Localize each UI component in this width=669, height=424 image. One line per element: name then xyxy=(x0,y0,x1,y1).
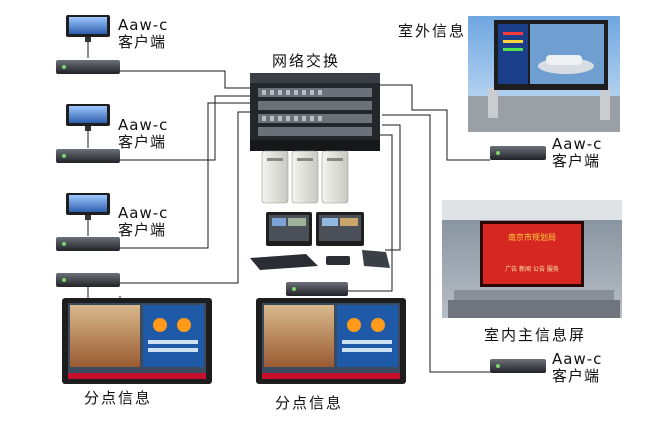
client-label-line2: 客户端 xyxy=(118,133,167,151)
switch-label: 网络交换 xyxy=(272,52,341,70)
client-label-line1: Aaw-c xyxy=(552,135,603,153)
client-box-icon xyxy=(490,359,546,373)
client-node-3 xyxy=(56,193,120,251)
link-client-2 xyxy=(120,95,250,161)
indoor-client-box xyxy=(490,359,546,373)
client-label-line1: Aaw-c xyxy=(118,204,169,222)
link-outdoor xyxy=(380,84,490,161)
link-client-3 xyxy=(120,102,250,249)
indoor-led-wall: 南京市规划局 广告 新闻 公告 服务 xyxy=(442,200,622,318)
client-label-2: Aaw-c 客户端 xyxy=(118,117,168,151)
client-label-4: Aaw-c 客户端 xyxy=(552,136,602,170)
keyboard-icon xyxy=(250,254,318,270)
client-box-icon xyxy=(490,146,546,160)
laptop-icon xyxy=(362,250,390,268)
client-label-line2: 客户端 xyxy=(118,33,167,51)
branch-right-box xyxy=(286,282,348,296)
branch-left-box xyxy=(56,273,120,287)
client-label-1: Aaw-c 客户端 xyxy=(118,17,168,51)
branch-display-right xyxy=(256,298,406,384)
ups-units xyxy=(261,150,349,204)
outdoor-client-box xyxy=(490,146,546,160)
client-label-5: Aaw-c 客户端 xyxy=(552,351,602,385)
network-switch xyxy=(250,73,380,151)
link-client-1 xyxy=(120,70,250,89)
client-label-3: Aaw-c 客户端 xyxy=(118,205,168,239)
workstation xyxy=(250,212,390,270)
branch-left-label: 分点信息 xyxy=(84,389,153,407)
client-node-1 xyxy=(56,15,120,74)
link-workstation xyxy=(382,124,401,251)
link-branch-left xyxy=(120,111,250,284)
client-label-line2: 客户端 xyxy=(118,221,167,239)
led-sign-text: 南京市规划局 xyxy=(508,232,556,242)
branch-right-label: 分点信息 xyxy=(275,394,344,412)
client-box-icon xyxy=(56,273,120,287)
client-box-icon xyxy=(286,282,348,296)
outdoor-billboard xyxy=(468,16,620,132)
client-label-line2: 客户端 xyxy=(552,367,601,385)
indoor-label: 室内主信息屏 xyxy=(484,326,587,344)
branch-display-left xyxy=(62,298,212,384)
outdoor-label: 室外信息 xyxy=(398,22,467,40)
client-label-line1: Aaw-c xyxy=(552,350,603,368)
client-node-2 xyxy=(56,104,120,163)
link-indoor xyxy=(382,114,490,373)
link-workstation-2 xyxy=(378,134,393,280)
led-row-text: 广告 新闻 公告 服务 xyxy=(505,265,559,273)
client-box-icon xyxy=(56,60,120,74)
client-label-line1: Aaw-c xyxy=(118,116,169,134)
client-label-line2: 客户端 xyxy=(552,152,601,170)
client-box-icon xyxy=(56,237,120,251)
link-branch-right xyxy=(345,280,393,292)
client-box-icon xyxy=(56,149,120,163)
client-label-line1: Aaw-c xyxy=(118,16,169,34)
